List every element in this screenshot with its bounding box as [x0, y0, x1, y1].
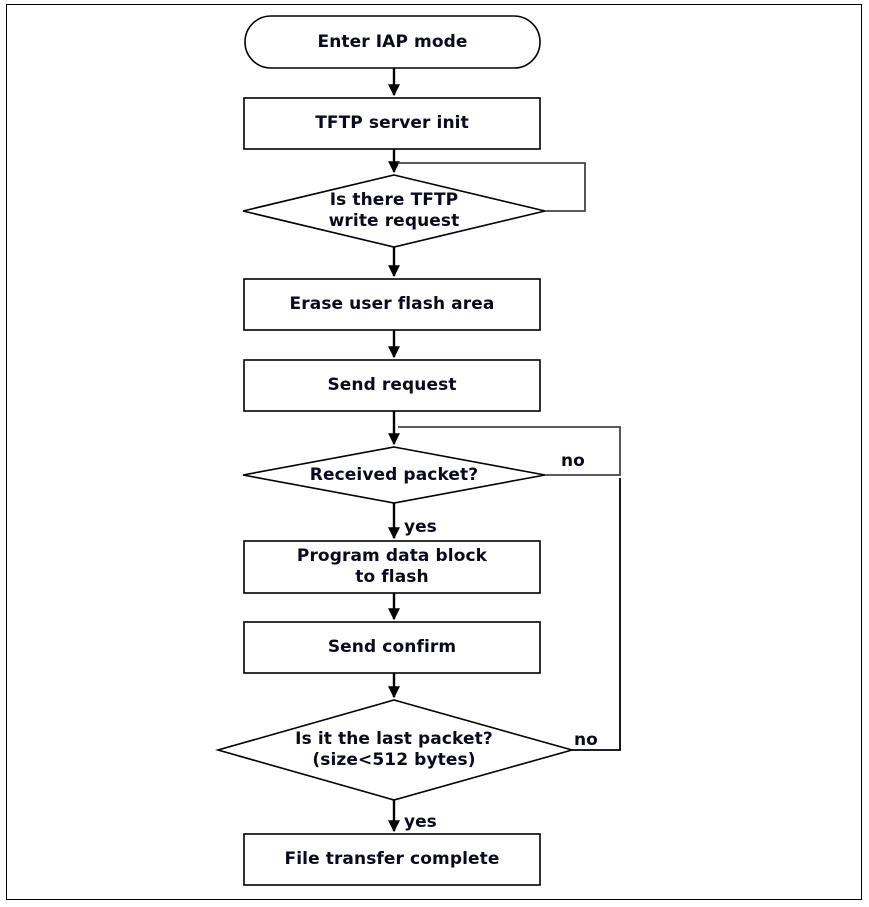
node-send-confirm-shape[interactable] — [243, 621, 541, 674]
node-write-request-shape[interactable] — [242, 174, 546, 248]
node-transfer-complete-shape[interactable] — [243, 833, 541, 886]
node-erase-flash-shape[interactable] — [243, 278, 541, 331]
node-program-data-shape[interactable] — [243, 540, 541, 594]
edge-label-last-packet-no: no — [574, 730, 598, 750]
edge-label-received-packet-no: no — [561, 451, 585, 471]
edge-write-request-loop — [398, 162, 586, 212]
edge-received-packet-no-loop — [398, 426, 621, 476]
node-send-request-shape[interactable] — [243, 359, 541, 412]
node-last-packet-shape[interactable] — [215, 699, 575, 801]
node-received-packet-shape[interactable] — [242, 446, 546, 504]
edge-label-last-packet-yes: yes — [404, 812, 437, 832]
node-enter-iap-shape[interactable] — [244, 15, 541, 69]
edge-last-packet-no-loop — [572, 478, 621, 751]
node-tftp-init-shape[interactable] — [243, 97, 541, 150]
edge-label-received-packet-yes: yes — [404, 517, 437, 537]
